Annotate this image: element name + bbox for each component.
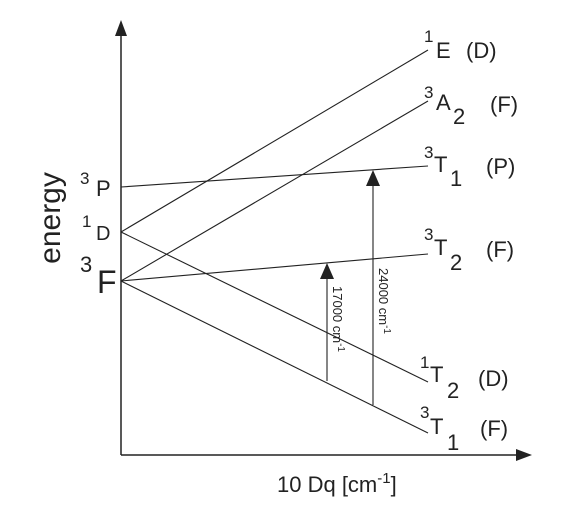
state-label-1E: 1E(D) [424,27,497,63]
state-label-3T2F: 3T2(F) [424,225,514,275]
state-label-3T1P: 3T1(P) [424,143,515,191]
line-3A2 [120,100,429,282]
line-1T2D [120,231,429,383]
term-label-1D: 1D [82,212,110,245]
state-label-1T2D: 1T2(D) [420,353,509,403]
line-1E [120,49,429,233]
y-axis-arrow [115,20,127,36]
x-axis-arrow [516,449,532,461]
transition-arrowhead-24000 [366,170,380,186]
transition-arrowhead-17000 [320,263,334,279]
y-axis-label: energy [34,172,67,264]
line-3T1P [120,165,429,188]
x-axis-label: 10 Dq [cm-1] [277,470,397,497]
transition-label-17000: 17000 cm-1 [330,286,346,352]
line-3T2F [120,253,429,282]
state-label-3T1F: 3T1(F) [420,403,508,455]
line-3T1F [120,280,429,434]
transition-label-24000: 24000 cm-1 [376,268,392,334]
